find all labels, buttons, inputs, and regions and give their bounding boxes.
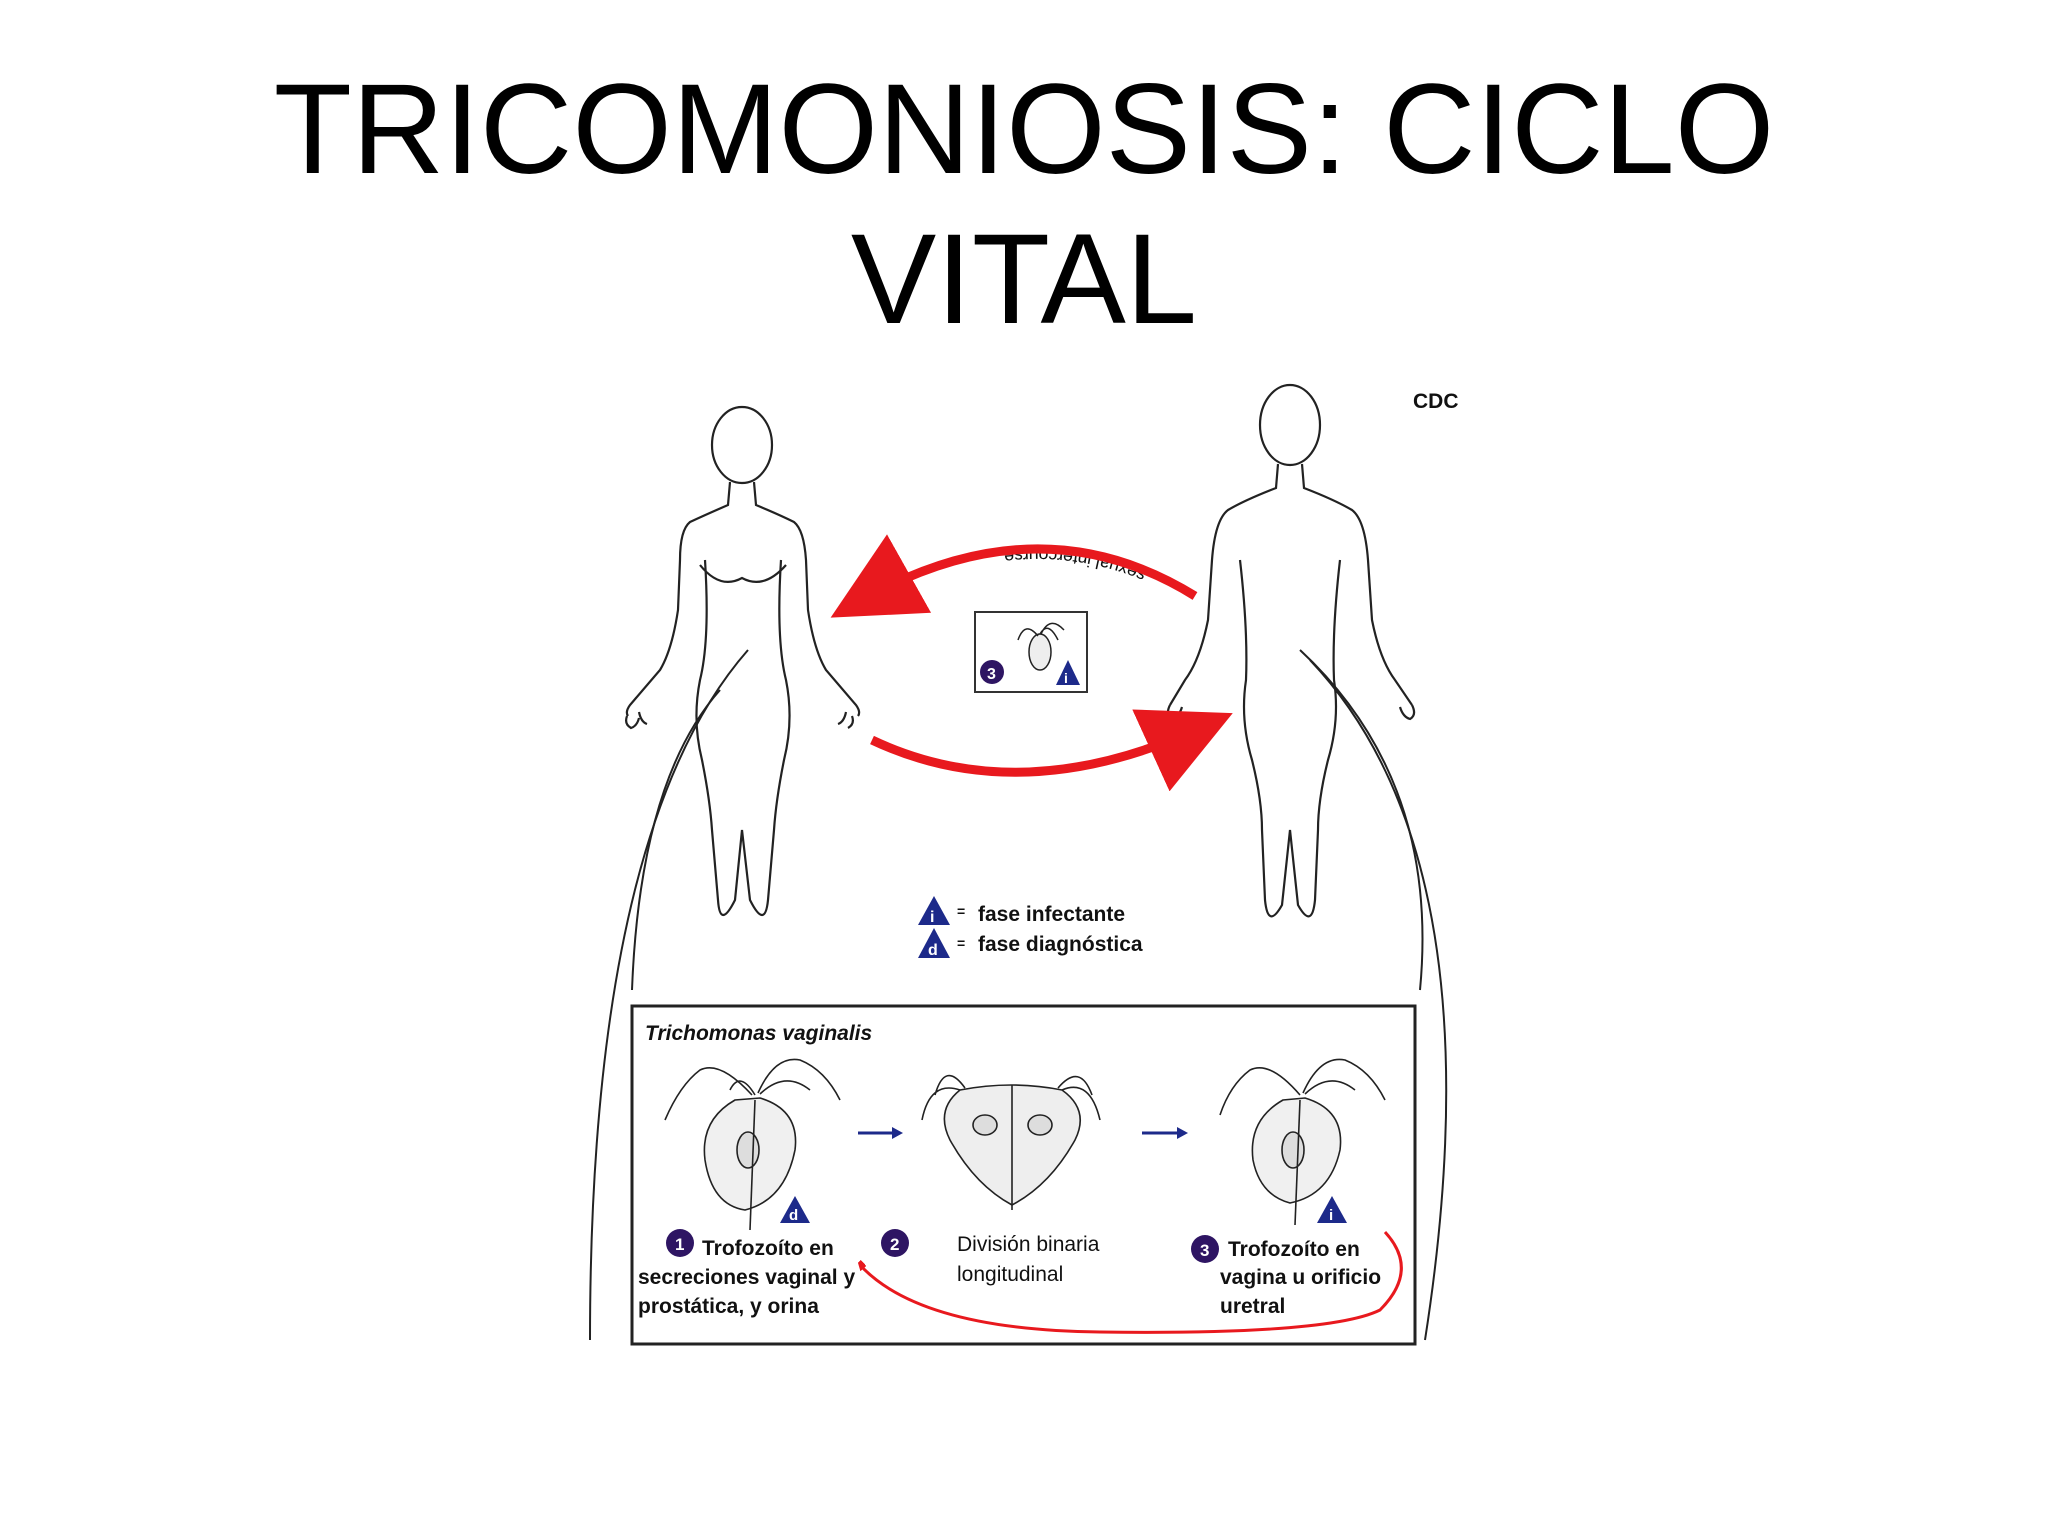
stage3-line3: uretral — [1220, 1295, 1285, 1318]
stage2-number: 2 — [890, 1235, 899, 1254]
stage1-diagnostic-letter: d — [789, 1207, 798, 1224]
legend-equals-2: = — [957, 935, 965, 951]
inset-infective-triangle — [1056, 660, 1080, 685]
stage2-line1: División binaria — [957, 1233, 1100, 1256]
transmission-curves — [589, 649, 1448, 1341]
stage3-infective-letter: i — [1329, 1207, 1333, 1224]
stage1-diagnostic-triangle — [780, 1196, 810, 1223]
stage3-line2: vagina u orificio — [1220, 1266, 1381, 1289]
blue-arrow-1-head — [892, 1127, 903, 1139]
source-label: CDC — [1413, 390, 1459, 413]
arrow-female-to-male — [870, 709, 1233, 792]
stage1-line2: secreciones vaginal y — [638, 1266, 855, 1289]
legend-equals-1: = — [957, 903, 965, 919]
slide-title: TRICOMONIOSIS: CICLO VITAL — [0, 55, 2048, 355]
stage3-trophozoite-icon — [1219, 1058, 1386, 1226]
organism-name: Trichomonas vaginalis — [645, 1022, 872, 1045]
legend-diagnostic-triangle — [918, 928, 950, 958]
female-figure — [625, 405, 861, 917]
stage1-line1: Trofozoíto en — [702, 1237, 834, 1260]
stage2-dividing-icon — [921, 1074, 1101, 1210]
trichomonas-box: Trichomonas vaginalis d — [630, 1004, 1417, 1346]
inset-infective-letter: i — [1064, 670, 1068, 686]
male-figure — [1166, 383, 1416, 918]
slide-title-line1: TRICOMONIOSIS: CICLO — [273, 58, 1775, 201]
stage2-badge — [881, 1229, 909, 1257]
stage3-badge — [1191, 1235, 1219, 1263]
stage1-badge — [666, 1229, 694, 1257]
legend-infective-text: fase infectante — [978, 903, 1125, 926]
inset-trophozoite-icon — [1017, 622, 1065, 671]
stage3-infective-triangle — [1317, 1196, 1347, 1223]
stage1-trophozoite-icon — [664, 1058, 841, 1231]
legend-diagnostic-letter: d — [928, 942, 938, 959]
blue-arrow-2-head — [1177, 1127, 1188, 1139]
arrow-male-to-female — [830, 534, 1198, 618]
stage2-line2: longitudinal — [957, 1263, 1063, 1286]
inset-stage-number: 3 — [987, 666, 996, 683]
legend-infective-triangle — [918, 896, 950, 925]
stage3-line1: Trofozoíto en — [1228, 1238, 1360, 1261]
stage1-number: 1 — [675, 1235, 684, 1254]
legend-infective-letter: i — [930, 909, 934, 926]
stage1-line3: prostática, y orina — [638, 1295, 819, 1318]
legend: i = fase infectante d = fase diagnóstica — [918, 896, 1143, 959]
inset-trophozoite-box: 3 i — [974, 611, 1088, 693]
legend-diagnostic-text: fase diagnóstica — [978, 933, 1143, 956]
inset-stage-badge — [980, 660, 1004, 684]
return-arrow-stage3-to-stage1 — [860, 1230, 1403, 1334]
slide-title-line2: VITAL — [850, 208, 1198, 351]
stage3-number: 3 — [1200, 1241, 1209, 1260]
